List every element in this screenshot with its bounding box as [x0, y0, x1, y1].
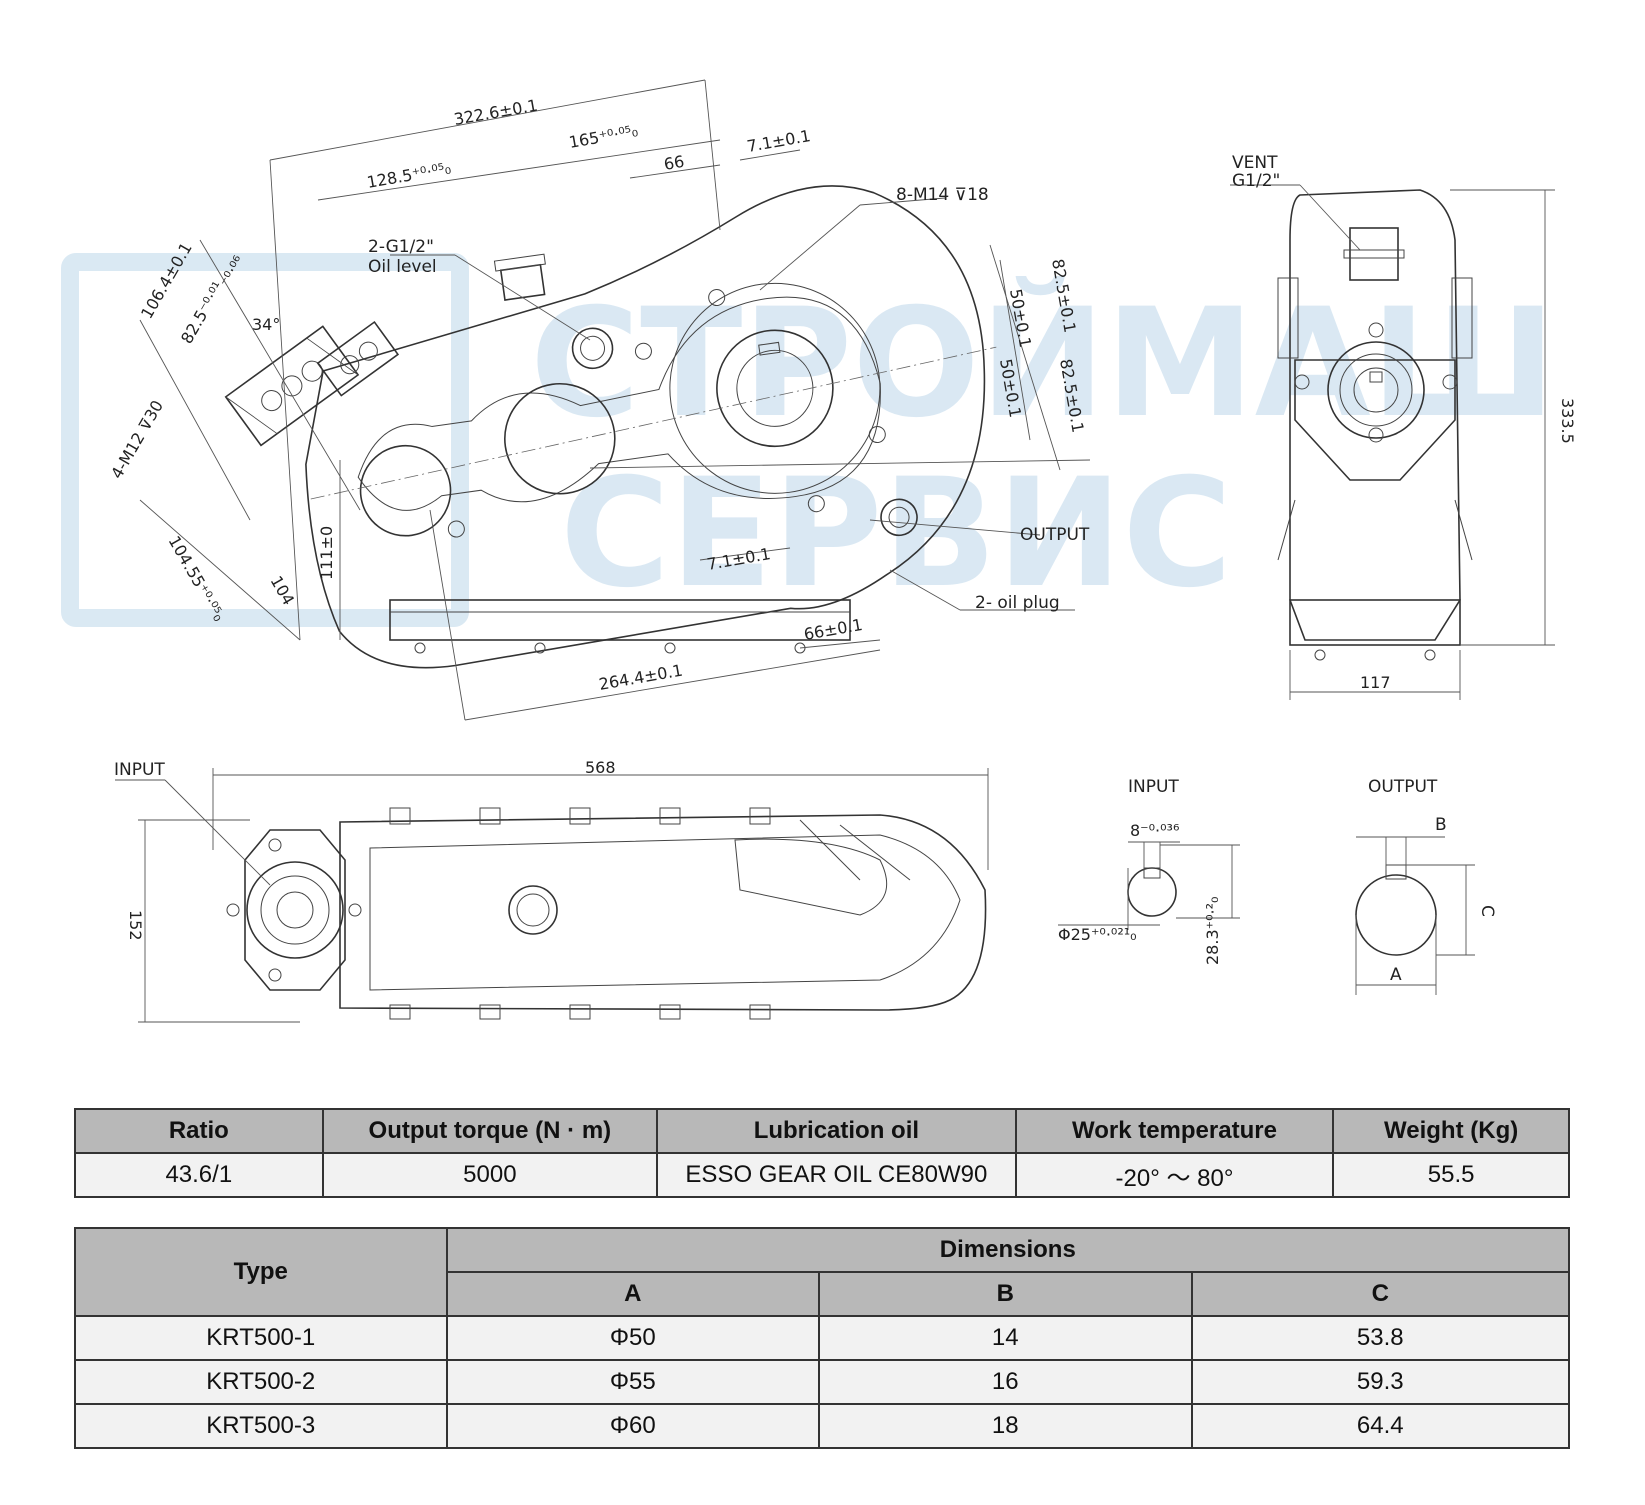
dim-165: 165⁺⁰·⁰⁵₀	[567, 121, 639, 152]
dim-34: 34°	[252, 315, 280, 334]
spec-header-row: Ratio Output torque (N · m) Lubrication …	[74, 1108, 1570, 1154]
bolt-label: 8-M14 ⊽18	[896, 185, 989, 205]
output-detail-title: OUTPUT	[1368, 777, 1438, 797]
dimensions-table: Type Dimensions A B C KRT500-1 Φ50 14 53…	[74, 1227, 1571, 1449]
dim-264: 264.4±0.1	[597, 661, 684, 694]
vent-label: VENT	[1232, 153, 1278, 173]
input-key: 8⁻⁰·⁰³⁶	[1130, 821, 1179, 840]
oil-level-label: 2-G1/2"	[368, 237, 434, 257]
spec-table: Ratio Output torque (N · m) Lubrication …	[74, 1108, 1570, 1198]
type-cell: KRT500-1	[74, 1315, 448, 1361]
side-width: 117	[1360, 673, 1391, 692]
spec-temp: -20° ～ 80°	[1014, 1152, 1335, 1198]
dim-111: 111±0	[317, 526, 336, 580]
side-height: 333.5	[1558, 398, 1577, 444]
table-row: KRT500-1 Φ50 14 53.8	[74, 1315, 1570, 1361]
table-row: KRT500-3 Φ60 18 64.4	[74, 1403, 1570, 1449]
spec-weight: 55.5	[1332, 1152, 1570, 1198]
output-detail: OUTPUT B C A	[1355, 777, 1497, 995]
dim-104b: 104	[267, 573, 299, 609]
input-label: INPUT	[114, 760, 165, 780]
dim-106: 106.4±0.1	[137, 239, 196, 322]
dim-header-c: C	[1190, 1271, 1570, 1317]
a-cell: Φ50	[445, 1315, 821, 1361]
spec-header-temp: Work temperature	[1014, 1108, 1335, 1154]
type-cell: KRT500-3	[74, 1403, 448, 1449]
input-depth: 28.3⁺⁰·²₀	[1203, 897, 1222, 965]
dim-128: 128.5⁺⁰·⁰⁵₀	[365, 158, 452, 191]
watermark-line1: СТРОЙМАШ	[530, 276, 1556, 451]
spec-oil: ESSO GEAR OIL CE80W90	[656, 1152, 1017, 1198]
fins-bottom	[389, 1004, 771, 1020]
oil-plug-label: 2- oil plug	[975, 593, 1060, 613]
a-cell: Φ55	[445, 1359, 821, 1405]
spec-header-weight: Weight (Kg)	[1332, 1108, 1570, 1154]
watermark-line2: СЕРВИС	[560, 447, 1232, 621]
table-row: KRT500-2 Φ55 16 59.3	[74, 1359, 1570, 1405]
input-detail-title: INPUT	[1128, 777, 1179, 797]
bottom-height: 152	[126, 910, 145, 941]
dim-overall: 322.6±0.1	[452, 96, 539, 129]
a-cell: Φ60	[445, 1403, 821, 1449]
gearbox-technical-drawing: СТРОЙМАШ СЕРВИС	[61, 79, 1577, 1023]
dim-7-1-top: 7.1±0.1	[745, 126, 812, 156]
c-cell: 53.8	[1190, 1315, 1570, 1361]
b-cell: 16	[818, 1359, 1193, 1405]
bottom-length: 568	[585, 758, 616, 777]
output-c: C	[1477, 905, 1497, 917]
dim-header-type: Type	[74, 1227, 448, 1317]
spec-ratio: 43.6/1	[74, 1152, 324, 1198]
oil-level-sublabel: Oil level	[368, 257, 437, 277]
watermark: СТРОЙМАШ СЕРВИС	[61, 253, 1556, 627]
side-view: VENT G1/2" 333.5 117	[1230, 153, 1577, 700]
output-a: A	[1390, 965, 1402, 985]
type-cell: KRT500-2	[74, 1359, 448, 1405]
spec-header-oil: Lubrication oil	[656, 1108, 1017, 1154]
bottom-view: INPUT 568 152	[114, 758, 989, 1023]
bolts-input: 4-M12 ⊽30	[107, 397, 167, 482]
dim-header-dimensions: Dimensions	[445, 1227, 1571, 1273]
spec-header-torque: Output torque (N · m)	[321, 1108, 659, 1154]
spec-value-row: 43.6/1 5000 ESSO GEAR OIL CE80W90 -20° ～…	[74, 1152, 1570, 1198]
b-cell: 14	[818, 1315, 1193, 1361]
dim-header-row: Type Dimensions	[74, 1227, 1571, 1317]
dim-subheader-row: A B C	[75, 1271, 1570, 1317]
output-label: OUTPUT	[1020, 525, 1090, 545]
main-view: 322.6±0.1 128.5⁺⁰·⁰⁵₀ 165⁺⁰·⁰⁵₀ 66 7.1±0…	[107, 79, 1091, 721]
dim-header-b: B	[818, 1271, 1193, 1317]
dim-66: 66	[662, 152, 685, 174]
spec-header-ratio: Ratio	[74, 1108, 324, 1154]
input-dia: Φ25⁺⁰·⁰²¹₀	[1058, 925, 1137, 944]
b-cell: 18	[818, 1403, 1193, 1449]
vent-sublabel: G1/2"	[1232, 171, 1280, 191]
spec-torque: 5000	[321, 1152, 659, 1198]
input-detail: INPUT 8⁻⁰·⁰³⁶ Φ25⁺⁰·⁰²¹₀ 28.3⁺⁰·²₀	[1058, 777, 1240, 965]
dim-header-a: A	[445, 1271, 821, 1317]
fins-top	[389, 807, 771, 825]
c-cell: 59.3	[1190, 1359, 1570, 1405]
output-b: B	[1435, 815, 1447, 835]
c-cell: 64.4	[1190, 1403, 1570, 1449]
